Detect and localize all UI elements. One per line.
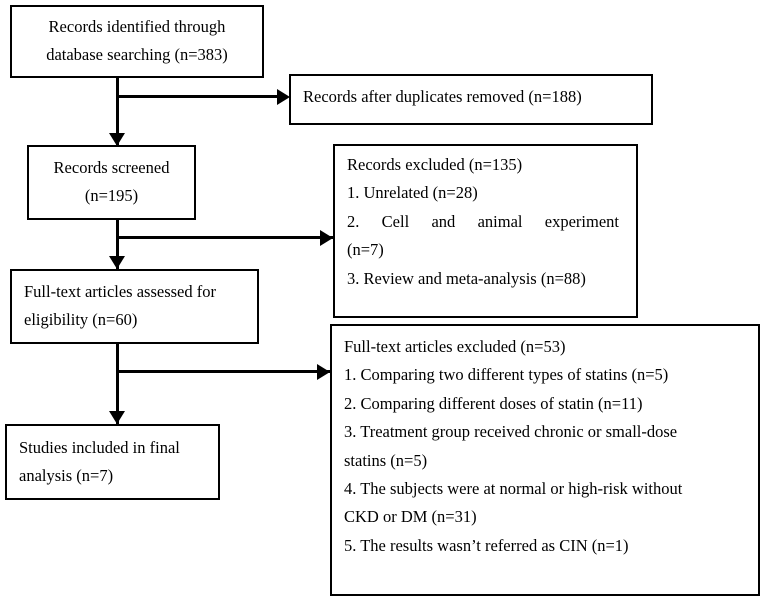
- node-full-text-articles-assessed-line-2: eligibility (n=60): [24, 310, 138, 330]
- arrowhead-to-records-screened: [109, 133, 125, 146]
- node-full-text-articles-excluded-reason-3: 3. Treatment group received chronic or s…: [344, 422, 678, 442]
- node-full-text-articles-excluded: Full-text articles excluded (n=53) 1. Co…: [330, 324, 760, 596]
- arrowhead-to-fulltext-assessed: [109, 256, 125, 269]
- arrowhead-to-duplicates-removed: [277, 89, 290, 105]
- node-records-excluded-reason-2: 2. Cell and animal experiment: [347, 211, 619, 231]
- node-full-text-articles-assessed-line-1: Full-text articles assessed for: [24, 282, 216, 301]
- node-records-excluded-heading: Records excluded (n=135): [347, 155, 523, 174]
- node-records-after-duplicates-removed-line-1: Records after duplicates removed (n=188): [303, 87, 582, 106]
- connector-identified-to-duplicates-line: [116, 95, 279, 98]
- node-records-excluded-reason-3: 3. Review and meta-analysis (n=88): [347, 268, 586, 288]
- node-records-excluded-reason-1: 1. Unrelated (n=28): [347, 183, 478, 203]
- connector-fulltext-trunk: [116, 344, 119, 424]
- node-full-text-articles-excluded-reason-2: 2. Comparing different doses of statin (…: [344, 393, 643, 413]
- node-records-after-duplicates-removed: Records after duplicates removed (n=188): [289, 74, 653, 125]
- node-full-text-articles-excluded-heading: Full-text articles excluded (n=53): [344, 337, 566, 356]
- node-full-text-articles-assessed: Full-text articles assessed for eligibil…: [10, 269, 259, 344]
- node-full-text-articles-excluded-reason-3-cont: statins (n=5): [344, 450, 428, 470]
- node-records-excluded: Records excluded (n=135) 1. Unrelated (n…: [333, 144, 638, 318]
- node-full-text-articles-excluded-reason-1: 1. Comparing two different types of stat…: [344, 365, 669, 385]
- connector-screened-trunk: [116, 220, 119, 269]
- node-records-identified-line-1: Records identified through: [48, 17, 226, 36]
- connector-screened-to-records-excluded-line: [116, 236, 333, 239]
- arrowhead-to-fulltext-excluded: [317, 364, 330, 380]
- node-full-text-articles-excluded-reason-4-cont: CKD or DM (n=31): [344, 507, 477, 527]
- node-studies-included-line-1: Studies included in final: [19, 438, 180, 457]
- node-records-identified-line-2: database searching (n=383): [46, 45, 228, 65]
- node-records-screened-line-2: (n=195): [84, 186, 139, 206]
- arrowhead-to-records-excluded: [320, 230, 333, 246]
- node-studies-included: Studies included in final analysis (n=7): [5, 424, 220, 500]
- node-records-identified: Records identified through database sear…: [10, 5, 264, 78]
- node-studies-included-line-2: analysis (n=7): [19, 466, 114, 486]
- connector-identified-trunk: [116, 78, 119, 146]
- node-full-text-articles-excluded-reason-5: 5. The results wasn’t referred as CIN (n…: [344, 535, 629, 555]
- node-records-excluded-reason-2-cont: (n=7): [347, 240, 384, 260]
- node-full-text-articles-excluded-reason-4: 4. The subjects were at normal or high-r…: [344, 478, 683, 498]
- node-records-screened: Records screened (n=195): [27, 145, 196, 220]
- connector-fulltext-to-excluded-line: [116, 370, 330, 373]
- node-records-screened-line-1: Records screened: [53, 158, 170, 177]
- arrowhead-to-studies-included: [109, 411, 125, 424]
